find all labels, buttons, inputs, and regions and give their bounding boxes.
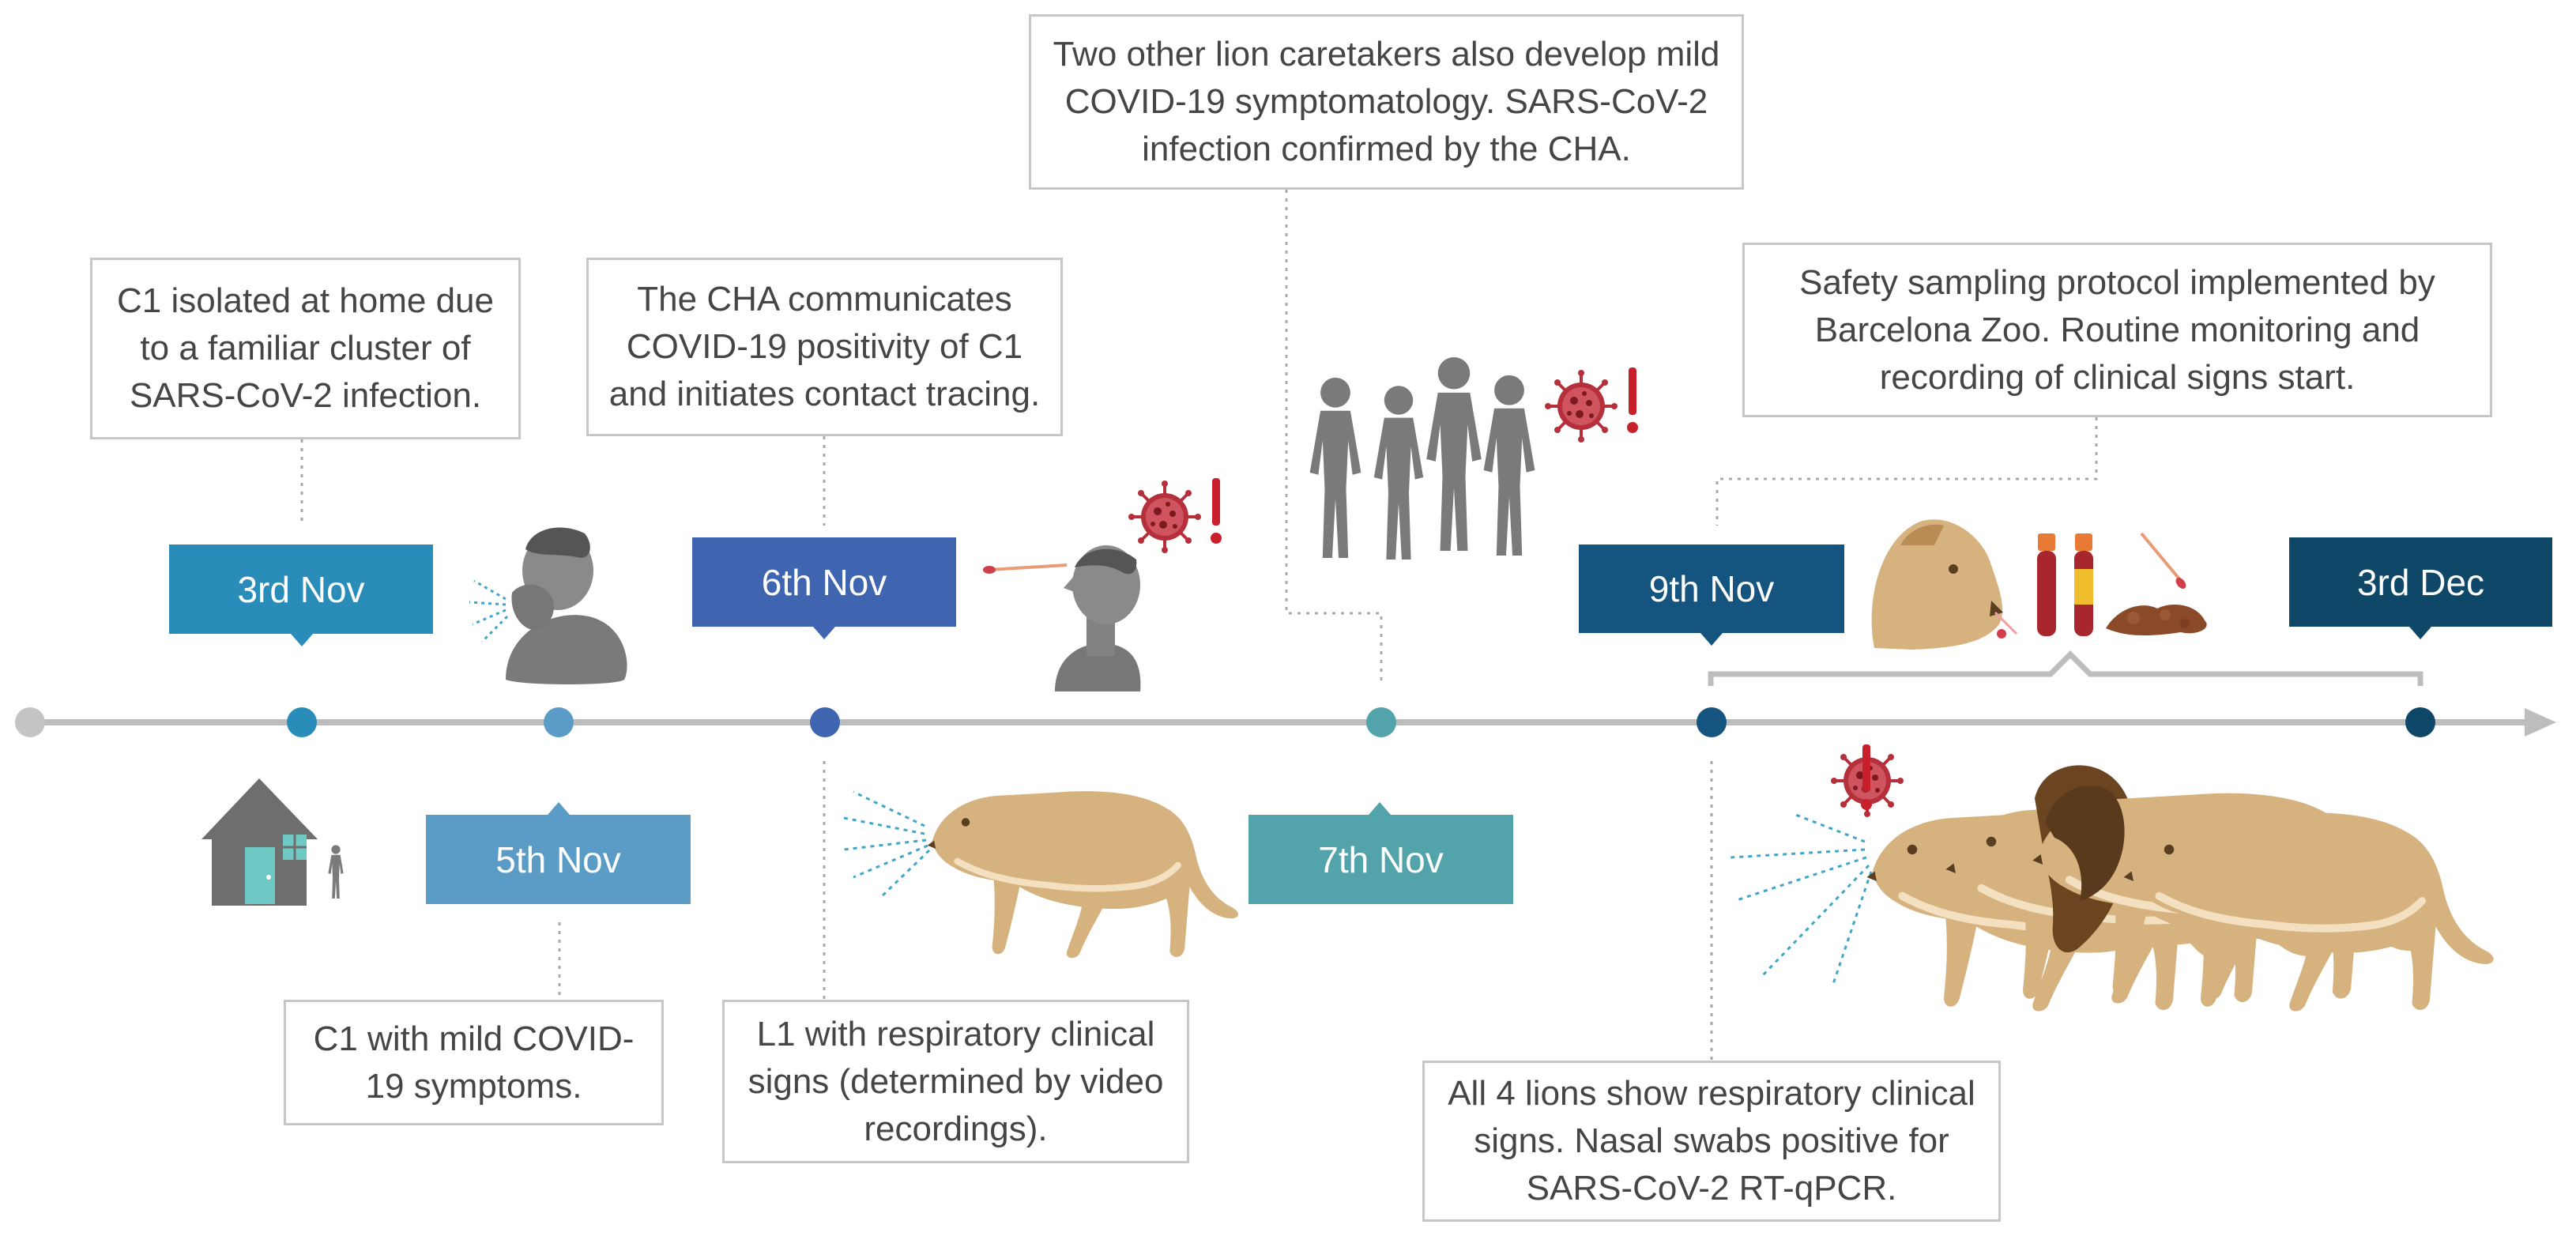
exclamation-icon bbox=[1627, 367, 1638, 433]
note-nov5: C1 with mild COVID-19 symptoms. bbox=[284, 1000, 664, 1125]
virus-icon bbox=[1127, 479, 1203, 555]
tag-pointer-nov3 bbox=[291, 634, 313, 646]
date-tag-nov9: 9th Nov bbox=[1579, 545, 1844, 633]
tag-pointer-nov9 bbox=[1700, 633, 1723, 646]
tag-pointer-nov5 bbox=[548, 802, 570, 815]
tag-pointer-nov6 bbox=[813, 627, 835, 639]
note-bracket: Safety sampling protocol implemented by … bbox=[1742, 243, 2492, 417]
nasal-swab-person-icon bbox=[983, 545, 1141, 691]
exclamation-icon bbox=[1211, 478, 1222, 544]
note-nov7: Two other lion caretakers also develop m… bbox=[1029, 14, 1744, 190]
event-dot-nov3 bbox=[287, 707, 317, 737]
date-tag-nov6: 6th Nov bbox=[692, 537, 956, 627]
swab-icon bbox=[983, 563, 1068, 574]
house-icon bbox=[201, 778, 344, 906]
lion-head-swab-icon bbox=[1871, 519, 2018, 650]
event-dot-nov7 bbox=[1366, 707, 1396, 737]
lion-pride-icon bbox=[1730, 765, 2494, 1011]
event-dot-dec3 bbox=[2405, 707, 2435, 737]
coughing-person-icon bbox=[469, 527, 627, 684]
tag-pointer-dec3 bbox=[2409, 627, 2431, 639]
connector-lines bbox=[300, 190, 2098, 1061]
caretakers-group-icon bbox=[1309, 356, 1535, 560]
event-dot-nov5 bbox=[544, 707, 574, 737]
note-nov6b: L1 with respiratory clinical signs (dete… bbox=[722, 1000, 1189, 1163]
axis-arrowhead bbox=[2525, 708, 2556, 737]
virus-icon bbox=[1543, 368, 1619, 444]
date-tag-nov7: 7th Nov bbox=[1248, 815, 1513, 904]
date-tag-nov3: 3rd Nov bbox=[169, 545, 433, 634]
note-nov3: C1 isolated at home due to a familiar cl… bbox=[90, 258, 521, 439]
note-nov9: All 4 lions show respiratory clinical si… bbox=[1422, 1061, 2001, 1222]
spray-lines-icon bbox=[469, 579, 509, 643]
timeline-axis bbox=[15, 707, 2556, 737]
date-tag-nov5: 5th Nov bbox=[426, 815, 691, 904]
blood-tube-icon bbox=[2037, 533, 2093, 636]
tag-pointer-nov7 bbox=[1369, 802, 1391, 815]
note-nov6: The CHA communicates COVID-19 positivity… bbox=[586, 258, 1063, 436]
period-bracket bbox=[1708, 650, 2423, 686]
axis-start-dot bbox=[15, 707, 45, 737]
feces-sample-icon bbox=[2106, 532, 2207, 636]
date-tag-dec3: 3rd Dec bbox=[2289, 537, 2552, 627]
lioness-walking-icon bbox=[843, 791, 1238, 958]
event-dot-nov9 bbox=[1697, 707, 1727, 737]
event-dot-nov6 bbox=[810, 707, 840, 737]
